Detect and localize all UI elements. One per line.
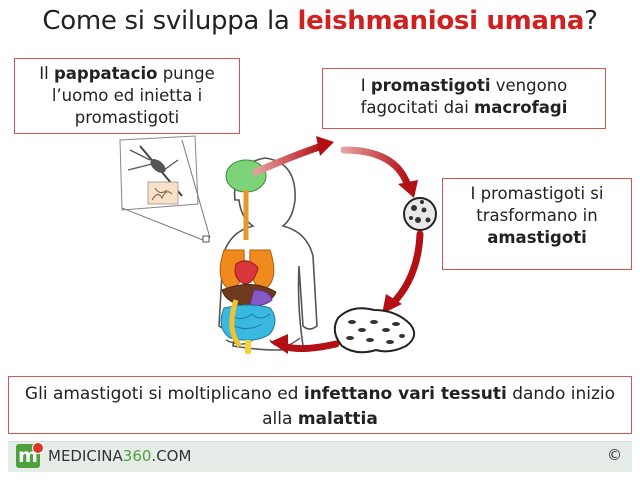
brand-name[interactable]: MEDICINA360.COM (48, 447, 192, 465)
human-body-icon (218, 157, 318, 354)
cycle-arrow-icon (252, 136, 424, 354)
macrophage-icon (403, 197, 437, 231)
logo-dot-icon (32, 442, 44, 454)
amastigote-cell-icon (333, 307, 416, 354)
page-title: Come si sviluppa la leishmaniosi umana? (42, 6, 598, 36)
sandfly-step-box: Il pappatacio punge l’uomo ed inietta i … (14, 58, 240, 134)
transformation-step-box: I promastigoti si trasformano in amastig… (442, 178, 632, 270)
sandfly-icon (119, 135, 211, 243)
phagocytosis-step-box: I promastigoti vengono fagocitati dai ma… (322, 68, 606, 129)
infection-step-box: Gli amastigoti si moltiplicano ed infett… (8, 376, 632, 434)
copyright-mark: © (607, 446, 622, 464)
footer-bar: m MEDICINA360.COM © (8, 441, 632, 472)
